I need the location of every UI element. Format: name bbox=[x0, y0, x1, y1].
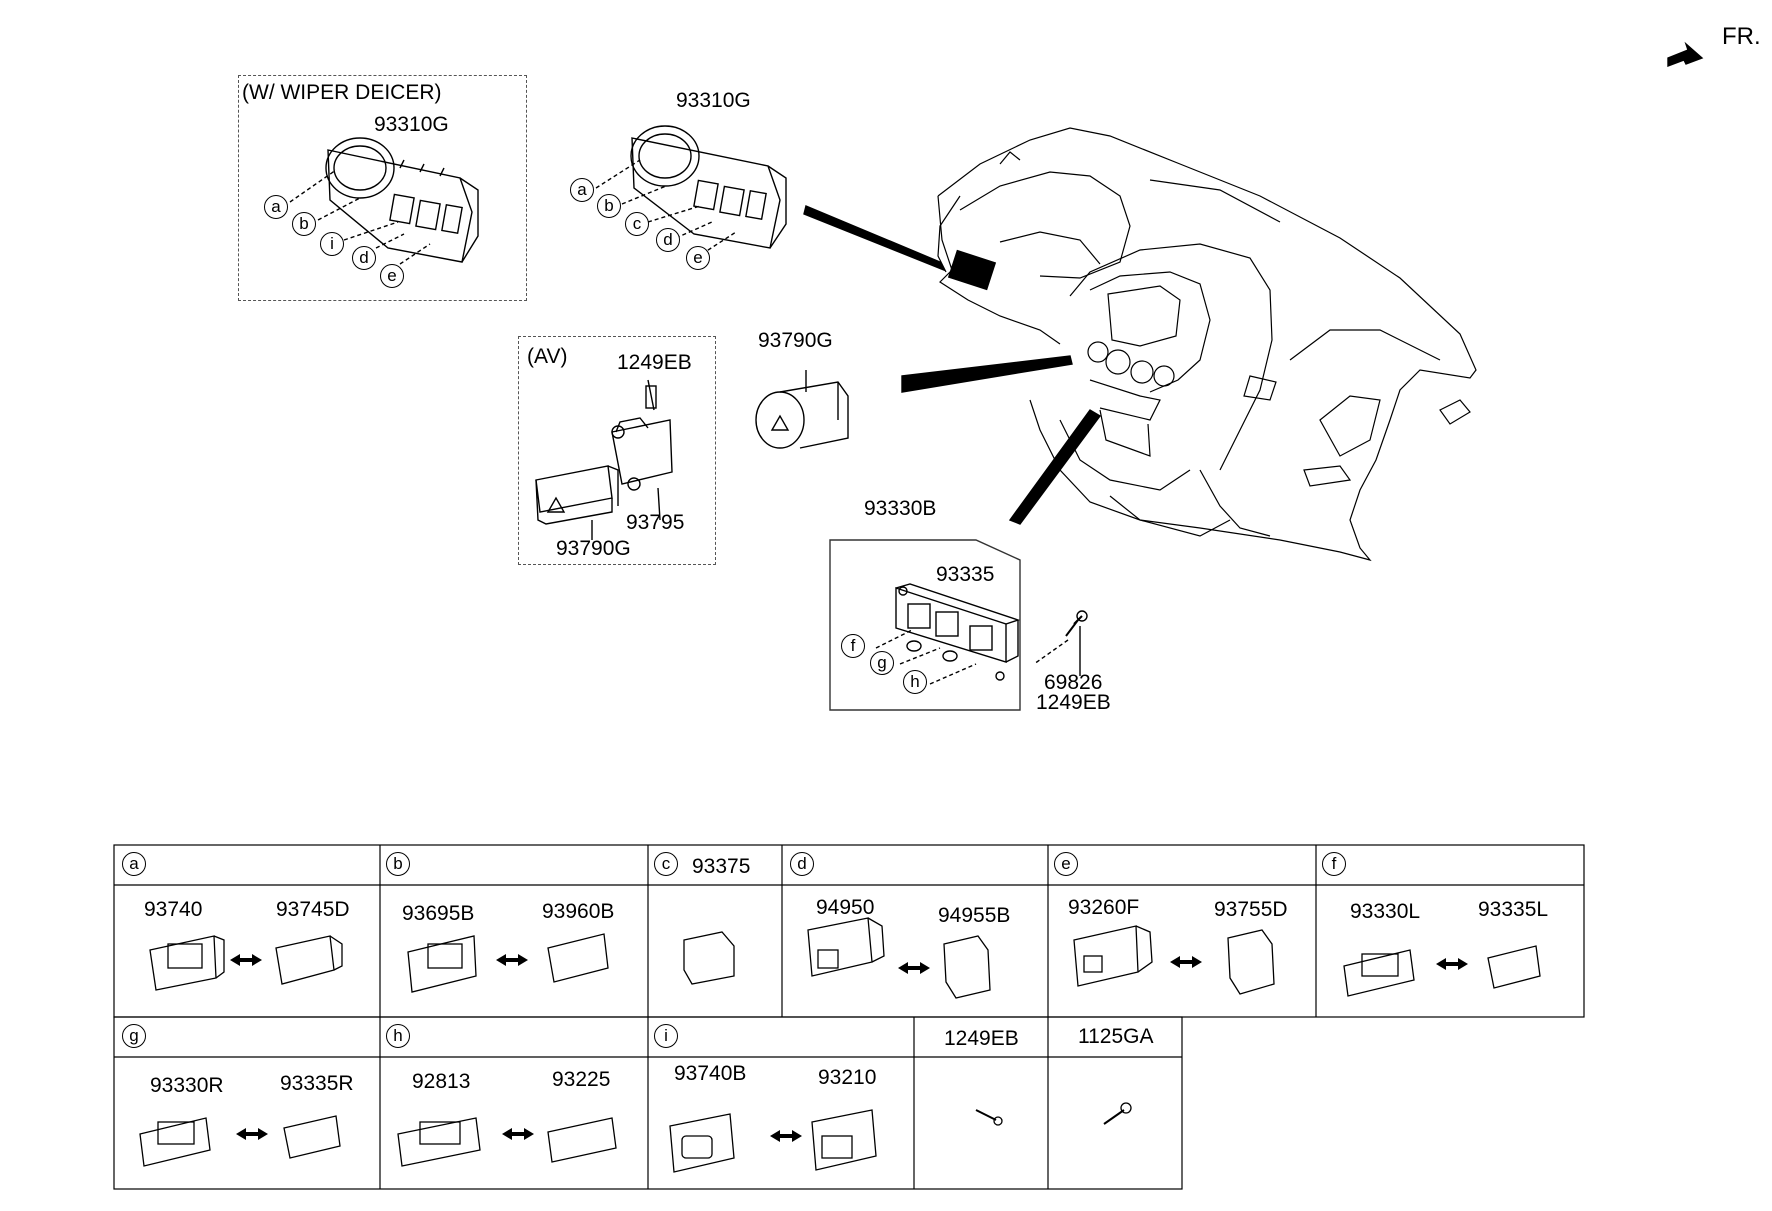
callout-f: f bbox=[841, 634, 865, 658]
table-key-c: c bbox=[654, 852, 678, 876]
hazard-switch-drawing bbox=[755, 370, 849, 449]
wiper-bezel-drawing bbox=[325, 137, 479, 263]
screw-part-number-69826: 69826 bbox=[1044, 671, 1103, 694]
part-93260f: 93260F bbox=[1068, 896, 1140, 919]
callout-h: h bbox=[903, 670, 927, 694]
table-key-e: e bbox=[1054, 852, 1078, 876]
av-box bbox=[518, 336, 716, 565]
part-93210: 93210 bbox=[818, 1066, 877, 1089]
wiper-deicer-box bbox=[238, 75, 527, 301]
callout-e: e bbox=[380, 264, 404, 288]
lower-panel-drawing bbox=[895, 583, 1021, 681]
part-92813: 92813 bbox=[412, 1070, 471, 1093]
part-93740b: 93740B bbox=[674, 1062, 747, 1085]
main-bezel-drawing bbox=[630, 125, 787, 249]
screw-part-number-1249eb: 1249EB bbox=[1036, 691, 1111, 714]
lower-panel-assy-number: 93330B bbox=[864, 497, 937, 520]
callout-d: d bbox=[352, 246, 376, 270]
part-94955b: 94955B bbox=[938, 904, 1011, 927]
callout-d: d bbox=[656, 228, 680, 252]
callout-i: i bbox=[320, 232, 344, 256]
hazard-switch-part-number: 93790G bbox=[758, 329, 833, 352]
part-93740: 93740 bbox=[144, 898, 203, 921]
part-93755d: 93755D bbox=[1214, 898, 1288, 921]
callout-a: a bbox=[264, 195, 288, 219]
table-key-a: a bbox=[122, 852, 146, 876]
part-93335l: 93335L bbox=[1478, 898, 1549, 921]
part-93330l: 93330L bbox=[1350, 900, 1421, 923]
part-1249eb: 1249EB bbox=[944, 1027, 1019, 1050]
part-93225: 93225 bbox=[552, 1068, 611, 1091]
lower-panel-frame bbox=[829, 539, 1021, 711]
part-93695b: 93695B bbox=[402, 902, 475, 925]
table-key-g: g bbox=[122, 1024, 146, 1048]
callout-c: c bbox=[625, 212, 649, 236]
part-93745d: 93745D bbox=[276, 898, 350, 921]
wiper-deicer-title: (W/ WIPER DEICER) bbox=[242, 81, 442, 104]
front-label: FR. bbox=[1722, 23, 1761, 50]
table-switch-sketches bbox=[139, 917, 1541, 1173]
part-93330r: 93330R bbox=[150, 1074, 224, 1097]
table-key-d: d bbox=[790, 852, 814, 876]
callout-a: a bbox=[570, 178, 594, 202]
av-bracket-part-number: 93795 bbox=[626, 511, 685, 534]
av-title: (AV) bbox=[527, 345, 568, 368]
dashboard-drawing bbox=[937, 127, 1477, 562]
av-bolt-part-number: 1249EB bbox=[617, 351, 692, 374]
table-key-f: f bbox=[1322, 852, 1346, 876]
wiper-part-number: 93310G bbox=[374, 113, 449, 136]
table-key-i: i bbox=[654, 1024, 678, 1048]
part-93960b: 93960B bbox=[542, 900, 615, 923]
main-bezel-part-number: 93310G bbox=[676, 89, 751, 112]
table-key-h: h bbox=[386, 1024, 410, 1048]
part-1125ga: 1125GA bbox=[1078, 1025, 1154, 1048]
callout-b: b bbox=[597, 194, 621, 218]
part-93375: 93375 bbox=[692, 855, 751, 878]
part-93335r: 93335R bbox=[280, 1072, 354, 1095]
lower-panel-part-number: 93335 bbox=[936, 563, 995, 586]
callout-g: g bbox=[870, 651, 894, 675]
callout-e: e bbox=[686, 246, 710, 270]
table-key-b: b bbox=[386, 852, 410, 876]
av-switch-part-number: 93790G bbox=[556, 537, 631, 560]
front-arrow-icon bbox=[1667, 41, 1704, 68]
part-94950: 94950 bbox=[816, 896, 875, 919]
parts-table-grid bbox=[113, 844, 1585, 1190]
av-assembly-drawing bbox=[535, 379, 673, 540]
interchange-arrows bbox=[230, 954, 1468, 1142]
callout-b: b bbox=[292, 212, 316, 236]
